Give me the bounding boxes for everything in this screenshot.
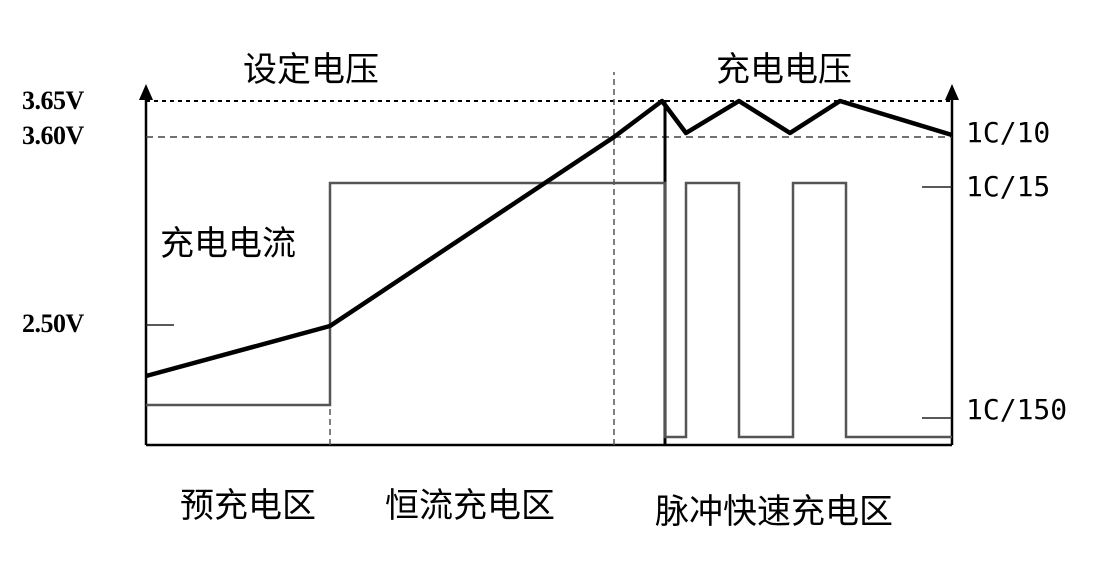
right-label-1c-150: 1C/150 [966,393,1068,426]
charging-current-curve [146,181,952,439]
current-label: 充电电流 [160,224,296,264]
y-label-3-65v: 3.65V [22,86,84,115]
charging-voltage-curve [145,98,953,379]
zone-precharge: 预充电区 [180,486,316,526]
right-axis-arrow-icon [945,84,959,100]
zone-pulse-fast-charge: 脉冲快速充电区 [655,492,893,532]
right-label-1c-15: 1C/15 [966,170,1051,203]
zone-constant-current: 恒流充电区 [385,486,555,526]
header-set-voltage: 设定电压 [243,50,379,90]
y-label-2-50v: 2.50V [22,309,84,338]
header-charging-voltage: 充电电压 [716,50,852,90]
y-label-3-60v: 3.60V [22,121,84,150]
axes [144,92,954,447]
zone-separators [329,72,615,445]
ticks [146,186,952,419]
left-axis-arrow-icon [139,84,153,100]
right-label-1c-10: 1C/10 [966,116,1051,149]
